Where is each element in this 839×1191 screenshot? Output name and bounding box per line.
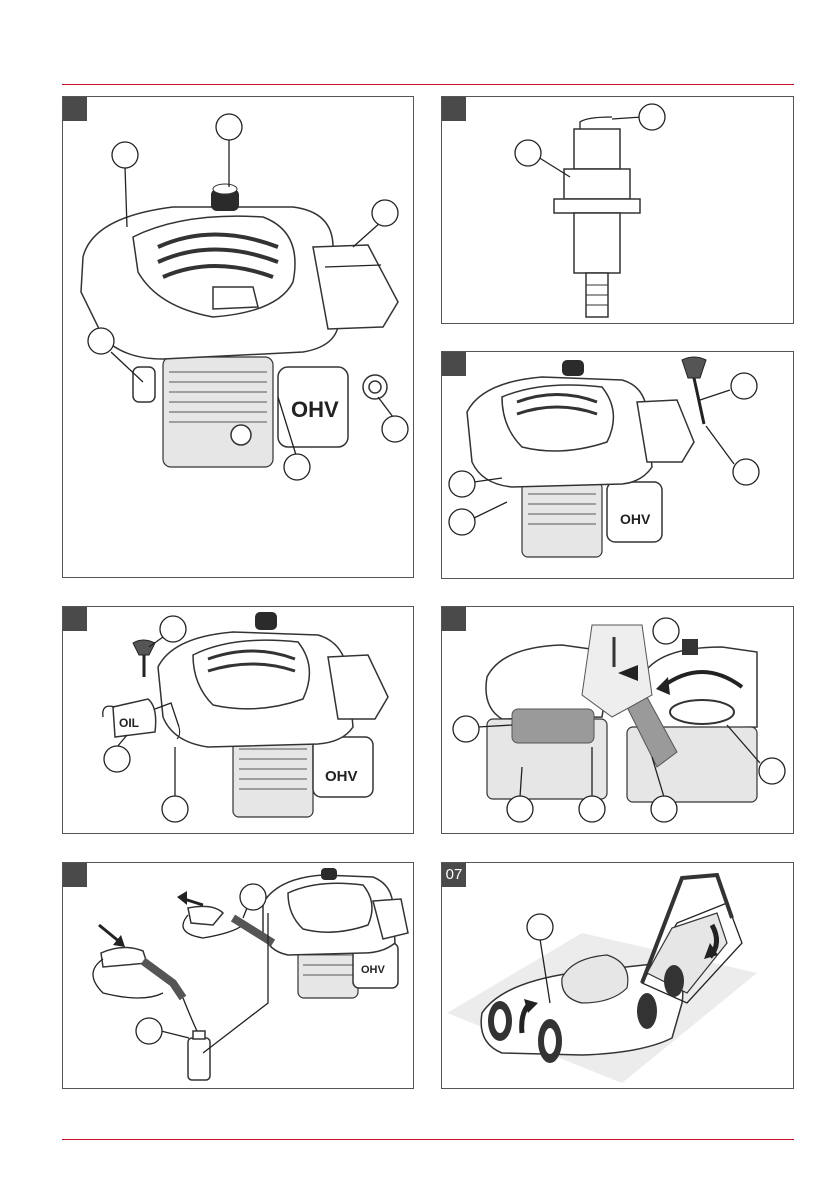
figure-oil-dipstick: OHV (441, 351, 794, 579)
figure-lawn-mower: 07 (441, 862, 794, 1089)
oil-can-label: OIL (119, 716, 139, 730)
figure-spark-plug (441, 96, 794, 324)
oil-filling-drawing: OHV OIL (63, 607, 414, 834)
figure-oil-filling: OHV OIL (62, 606, 414, 834)
air-filter-drawing (442, 607, 794, 834)
ohv-label: OHV (620, 511, 651, 527)
engine-overview-drawing: OHV (63, 97, 414, 578)
figure-engine-overview: OHV (62, 96, 414, 578)
top-rule (62, 84, 794, 85)
figure-fuel-draining: OHV (62, 862, 414, 1089)
lawn-mower-drawing (442, 863, 794, 1089)
figure-air-filter (441, 606, 794, 834)
bottom-rule (62, 1139, 794, 1140)
spark-plug-drawing (442, 97, 794, 324)
ohv-label: OHV (291, 397, 339, 422)
ohv-label: OHV (325, 768, 358, 785)
ohv-label: OHV (361, 964, 386, 976)
oil-dipstick-drawing: OHV (442, 352, 794, 579)
fuel-draining-drawing: OHV (63, 863, 414, 1089)
